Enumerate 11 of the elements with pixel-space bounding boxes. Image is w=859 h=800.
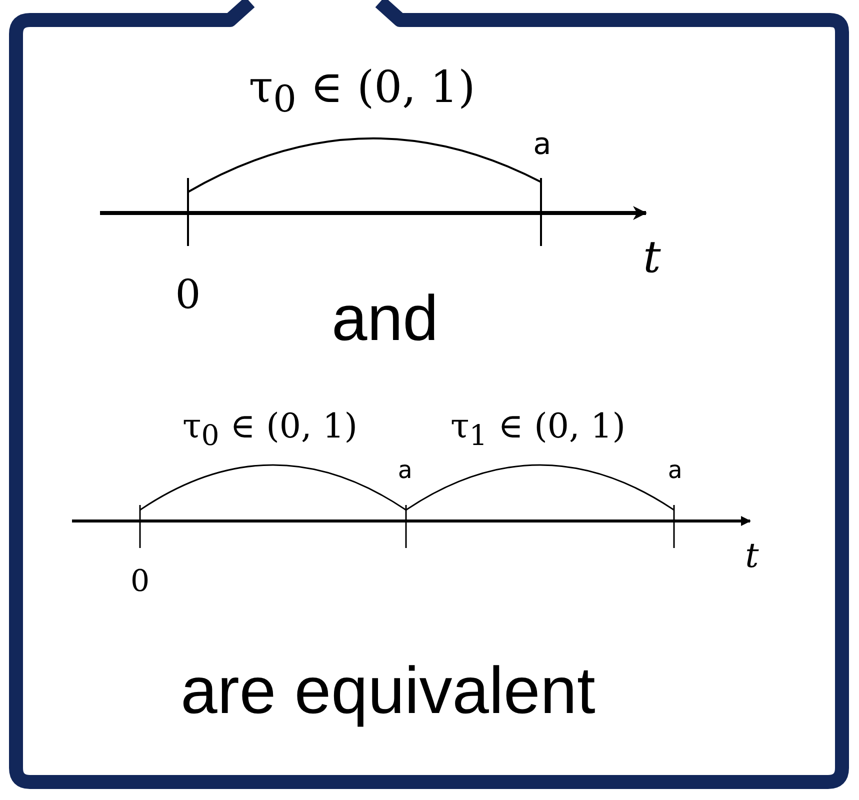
interval-label: τ$_{1}$ ∈ (0, 1) bbox=[450, 409, 626, 451]
origin-label: 0 bbox=[130, 567, 150, 597]
endpoint-label: a bbox=[398, 458, 412, 482]
axis-label: t bbox=[643, 236, 661, 280]
interval-label: τ$_{0}$ ∈ (0, 1) bbox=[248, 66, 476, 118]
axis-label: t bbox=[745, 539, 759, 573]
endpoint-label: a bbox=[532, 130, 552, 160]
caption-text: and bbox=[332, 286, 438, 350]
endpoint-label: a bbox=[668, 458, 682, 482]
origin-label: 0 bbox=[175, 275, 201, 315]
interval-label: τ$_{0}$ ∈ (0, 1) bbox=[182, 409, 358, 451]
